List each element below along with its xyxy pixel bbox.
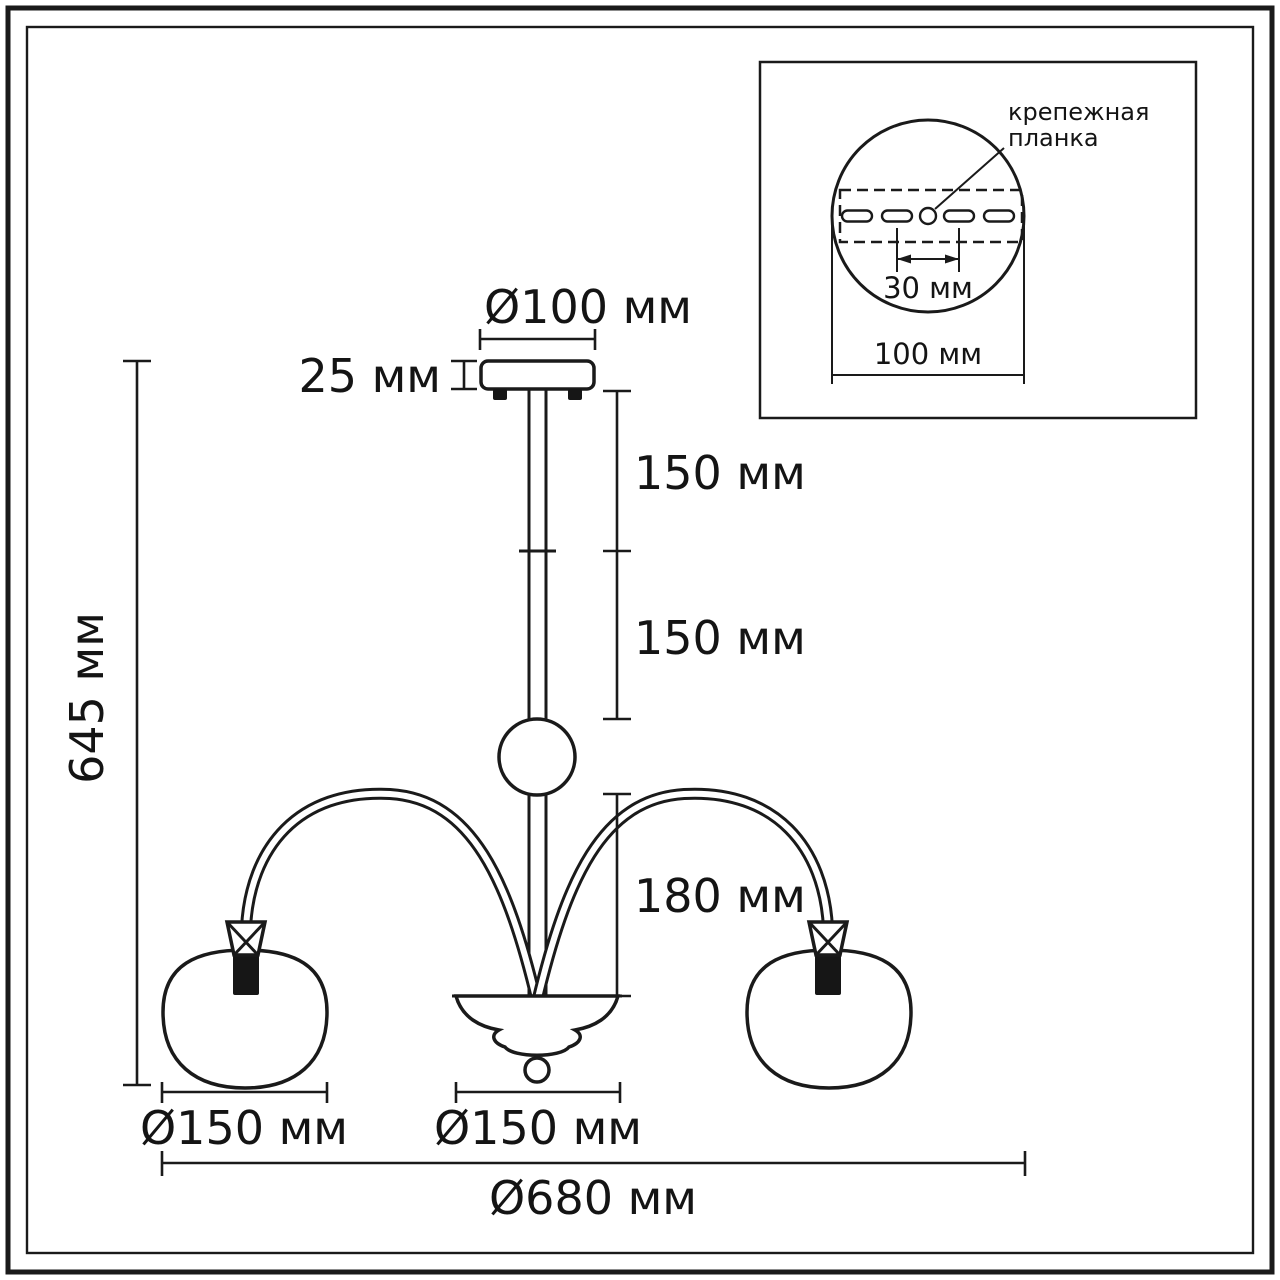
dim-plate-diameter-label: 100 мм (874, 337, 982, 371)
dimension-total-width: Ø680 мм (160, 1151, 1027, 1225)
dimension-arm-height: 180 мм (603, 792, 806, 998)
right-arm (531, 787, 834, 1004)
left-lamp-holder (224, 920, 268, 995)
page-frame (5, 5, 1275, 1275)
canopy (479, 359, 596, 400)
fixture-drawing (161, 359, 913, 1090)
dim-total-width-label: Ø680 мм (489, 1171, 697, 1225)
inset-mounting-plate: крепежная планка 30 мм 100 мм (758, 60, 1198, 420)
dimension-center-body-diameter: Ø150 мм (434, 1082, 642, 1155)
center-hole (918, 206, 938, 226)
arrow-right (945, 254, 959, 264)
right-lamp-holder (806, 920, 850, 995)
right-shade (745, 948, 913, 1090)
stem-ball (497, 717, 577, 797)
dim-total-height-label: 645 мм (60, 612, 114, 784)
center-bowl (452, 994, 622, 1084)
bracket-callout-line2: планка (1008, 124, 1099, 152)
dimension-stem-segments: 150 мм 150 мм (603, 389, 806, 721)
dim-center-body-diameter-label: Ø150 мм (434, 1101, 642, 1155)
right-socket (815, 953, 841, 995)
finial-ball (523, 1056, 551, 1084)
dim-canopy-height-label: 25 мм (298, 349, 441, 403)
canopy-screw-right (568, 389, 582, 400)
dimension-total-height: 645 мм (60, 359, 151, 1087)
canopy-screw-left (493, 389, 507, 400)
dim-stem-upper-label: 150 мм (634, 446, 806, 500)
left-shade (161, 948, 329, 1090)
dim-slot-spacing-label: 30 мм (883, 271, 973, 305)
dimension-slot-spacing: 30 мм (883, 228, 973, 305)
dim-canopy-diameter-label: Ø100 мм (484, 280, 692, 334)
mounting-bracket-outline (838, 188, 1024, 244)
stem (519, 388, 556, 998)
dim-shade-diameter-label: Ø150 мм (140, 1101, 348, 1155)
bracket-callout-line1: крепежная (1008, 98, 1149, 126)
left-socket (233, 953, 259, 995)
outer-border (5, 5, 1275, 1275)
bracket-callout: крепежная планка (934, 98, 1149, 210)
dimension-shade-diameter: Ø150 мм (140, 1082, 348, 1155)
dimension-canopy-height: 25 мм (298, 349, 477, 403)
dim-arm-height-label: 180 мм (634, 869, 806, 923)
inner-border (25, 25, 1255, 1255)
canopy-top-view (830, 118, 1026, 314)
left-arm (240, 787, 543, 1004)
mounting-slots (840, 206, 1016, 226)
dimension-canopy-diameter: Ø100 мм (478, 280, 692, 350)
arrow-left (897, 254, 911, 264)
dim-stem-lower-label: 150 мм (634, 611, 806, 665)
dimension-plate-diameter: 100 мм (831, 222, 1025, 384)
